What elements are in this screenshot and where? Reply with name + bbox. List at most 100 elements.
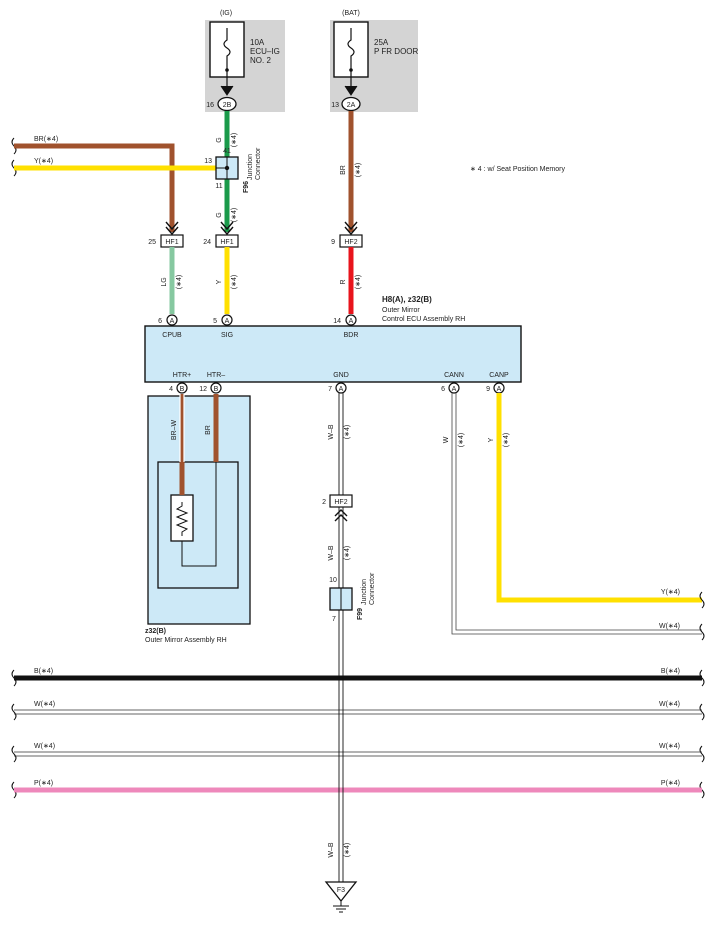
hf-pin: 9 [331, 239, 335, 246]
mirror-box [147, 395, 251, 625]
hf1-connector-24: HF1 24 [203, 234, 239, 248]
pin-terminal: BDR [344, 332, 359, 339]
ecu-pin-cann: CANN A 6 [441, 372, 464, 394]
connector-chevron-icon [220, 221, 234, 236]
footnote: ∗ 4 : w/ Seat Position Memory [470, 166, 565, 173]
ecu-pin-htr-plus: HTR+ B 4 [169, 372, 191, 394]
junction-f99: 10 7 F99 Junction Connector [329, 572, 376, 623]
mirror-name: Outer Mirror Assembly RH [145, 637, 227, 644]
wire-w-cann-edge [455, 393, 702, 631]
connector-chevron-icon [334, 509, 348, 522]
bus-w1-label-left: W(∗4) [34, 701, 55, 708]
connector-2a [341, 96, 361, 112]
wire-label-star-wb-1: (∗4) [344, 425, 351, 439]
pin-terminal: HTR+ [173, 372, 191, 379]
fuse-bat-source: (BAT) [342, 10, 360, 17]
pin-circle [345, 314, 357, 326]
can-wires: Y(∗4) Y (∗4) W(∗4) W (∗4) [443, 393, 705, 641]
ecu-title: H8(A), z32(B) [382, 295, 432, 304]
bus-wire-b: B(∗4) B(∗4) [11, 668, 705, 687]
fuse-icon [347, 28, 355, 70]
pin-number: 6 [441, 386, 445, 393]
pin-conn: A [225, 318, 230, 325]
wire-break-icon [11, 703, 17, 721]
wire-label-br-w: BR–W [171, 420, 178, 441]
pin-number: 5 [213, 318, 217, 325]
junction-f99-pin-top: 10 [329, 577, 337, 584]
wire-label-g-upper: G [216, 137, 223, 142]
hf-name: HF1 [165, 239, 178, 246]
wire-label-wb-2: W–B [328, 545, 335, 561]
bus-p-label-left: P(∗4) [34, 780, 53, 787]
wire-label-wb-1: W–B [328, 424, 335, 440]
ecu-box [144, 325, 522, 383]
connector-2b-pin: 16 [206, 102, 214, 109]
resistor-icon [175, 502, 189, 536]
outer-mirror-assembly: BR–W BR z32(B) Outer Mirror Assembly RH [145, 394, 251, 644]
pin-conn: A [497, 386, 502, 393]
bus-p-label-right: P(∗4) [661, 780, 680, 787]
connector-2b [217, 96, 237, 112]
wire-label-wb-3: W–B [328, 842, 335, 858]
hf2-connector-9: HF2 9 [331, 234, 363, 248]
junction-f96-id: F96 [243, 181, 250, 193]
hf-chevrons [165, 221, 358, 236]
ecu-name-line2: Control ECU Assembly RH [382, 316, 465, 323]
hf-pin: 24 [203, 239, 211, 246]
ground-triangle [324, 881, 358, 903]
fuse-bat-arrow [344, 85, 358, 96]
pin-terminal: SIG [221, 332, 233, 339]
hf-pin: 25 [148, 239, 156, 246]
ecu-name-line1: Outer Mirror [382, 307, 420, 314]
wire-label-star-wb-2: (∗4) [344, 546, 351, 560]
pin-conn: A [170, 318, 175, 325]
pin-conn: A [339, 386, 344, 393]
pin-conn: A [349, 318, 354, 325]
wire-label-star-wb-3: (∗4) [344, 843, 351, 857]
fuse-bat-name: P FR DOOR [374, 47, 419, 56]
ground-f3: F3 [324, 881, 358, 913]
gnd-wire: W–B (∗4) W–B (∗4) W–B (∗4) [328, 393, 351, 882]
right-wire-w-label: W(∗4) [659, 623, 680, 630]
hf-box [329, 494, 353, 508]
pin-circle [448, 382, 460, 394]
hf-pin: 2 [322, 499, 326, 506]
junction-dot [224, 165, 230, 171]
bus-w1-label-right: W(∗4) [659, 701, 680, 708]
pin-circle [210, 382, 222, 394]
pin-number: 7 [328, 386, 332, 393]
wire-label-star-g-upper: (∗4) [231, 133, 238, 147]
fuse-box-ig: (IG) 10A ECU–IG NO. 2 [205, 10, 285, 112]
ecu-pin-sig: A 5 SIG [213, 314, 233, 339]
wire-label-star-y-canp: (∗4) [503, 433, 510, 447]
left-wire-y: Y(∗4) [11, 158, 227, 177]
pin-conn: B [180, 386, 185, 393]
mirror-heater-frame [157, 461, 239, 589]
junction-f99-label2: Connector [369, 572, 376, 605]
hf-name: HF1 [220, 239, 233, 246]
pin-number: 6 [158, 318, 162, 325]
hf-name: HF2 [334, 499, 347, 506]
fuse-ig-name-line2: NO. 2 [250, 56, 271, 65]
fuse-ig-arrow [220, 85, 234, 96]
bus-w2-label-left: W(∗4) [34, 743, 55, 750]
wire-label-star-br-bat: (∗4) [355, 163, 362, 177]
left-wire-br-label: BR(∗4) [34, 136, 58, 143]
connector-2b-label: 2B [223, 102, 232, 109]
wire-break-icon [699, 703, 705, 721]
pin-terminal: CANP [489, 372, 509, 379]
junction-f99-label1: Junction [361, 579, 368, 605]
ecu-pin-gnd: GND A 7 [328, 372, 349, 394]
pin-conn: A [452, 386, 457, 393]
left-wire-br: BR(∗4) [11, 136, 175, 232]
pin-terminal: CPUB [162, 332, 182, 339]
fuse-ig-name-line1: ECU–IG [250, 47, 280, 56]
pin-number: 14 [333, 318, 341, 325]
fuse-bat-rating: 25A [374, 38, 389, 47]
junction-f96-pin-bottom: 11 [215, 183, 222, 190]
mirror-id: z32(B) [145, 628, 166, 635]
fuse-box-bat: (BAT) 25A P FR DOOR [330, 10, 419, 112]
pin-number: 9 [486, 386, 490, 393]
wire-break-icon [699, 591, 705, 609]
wire-label-br-htr: BR [205, 425, 212, 435]
